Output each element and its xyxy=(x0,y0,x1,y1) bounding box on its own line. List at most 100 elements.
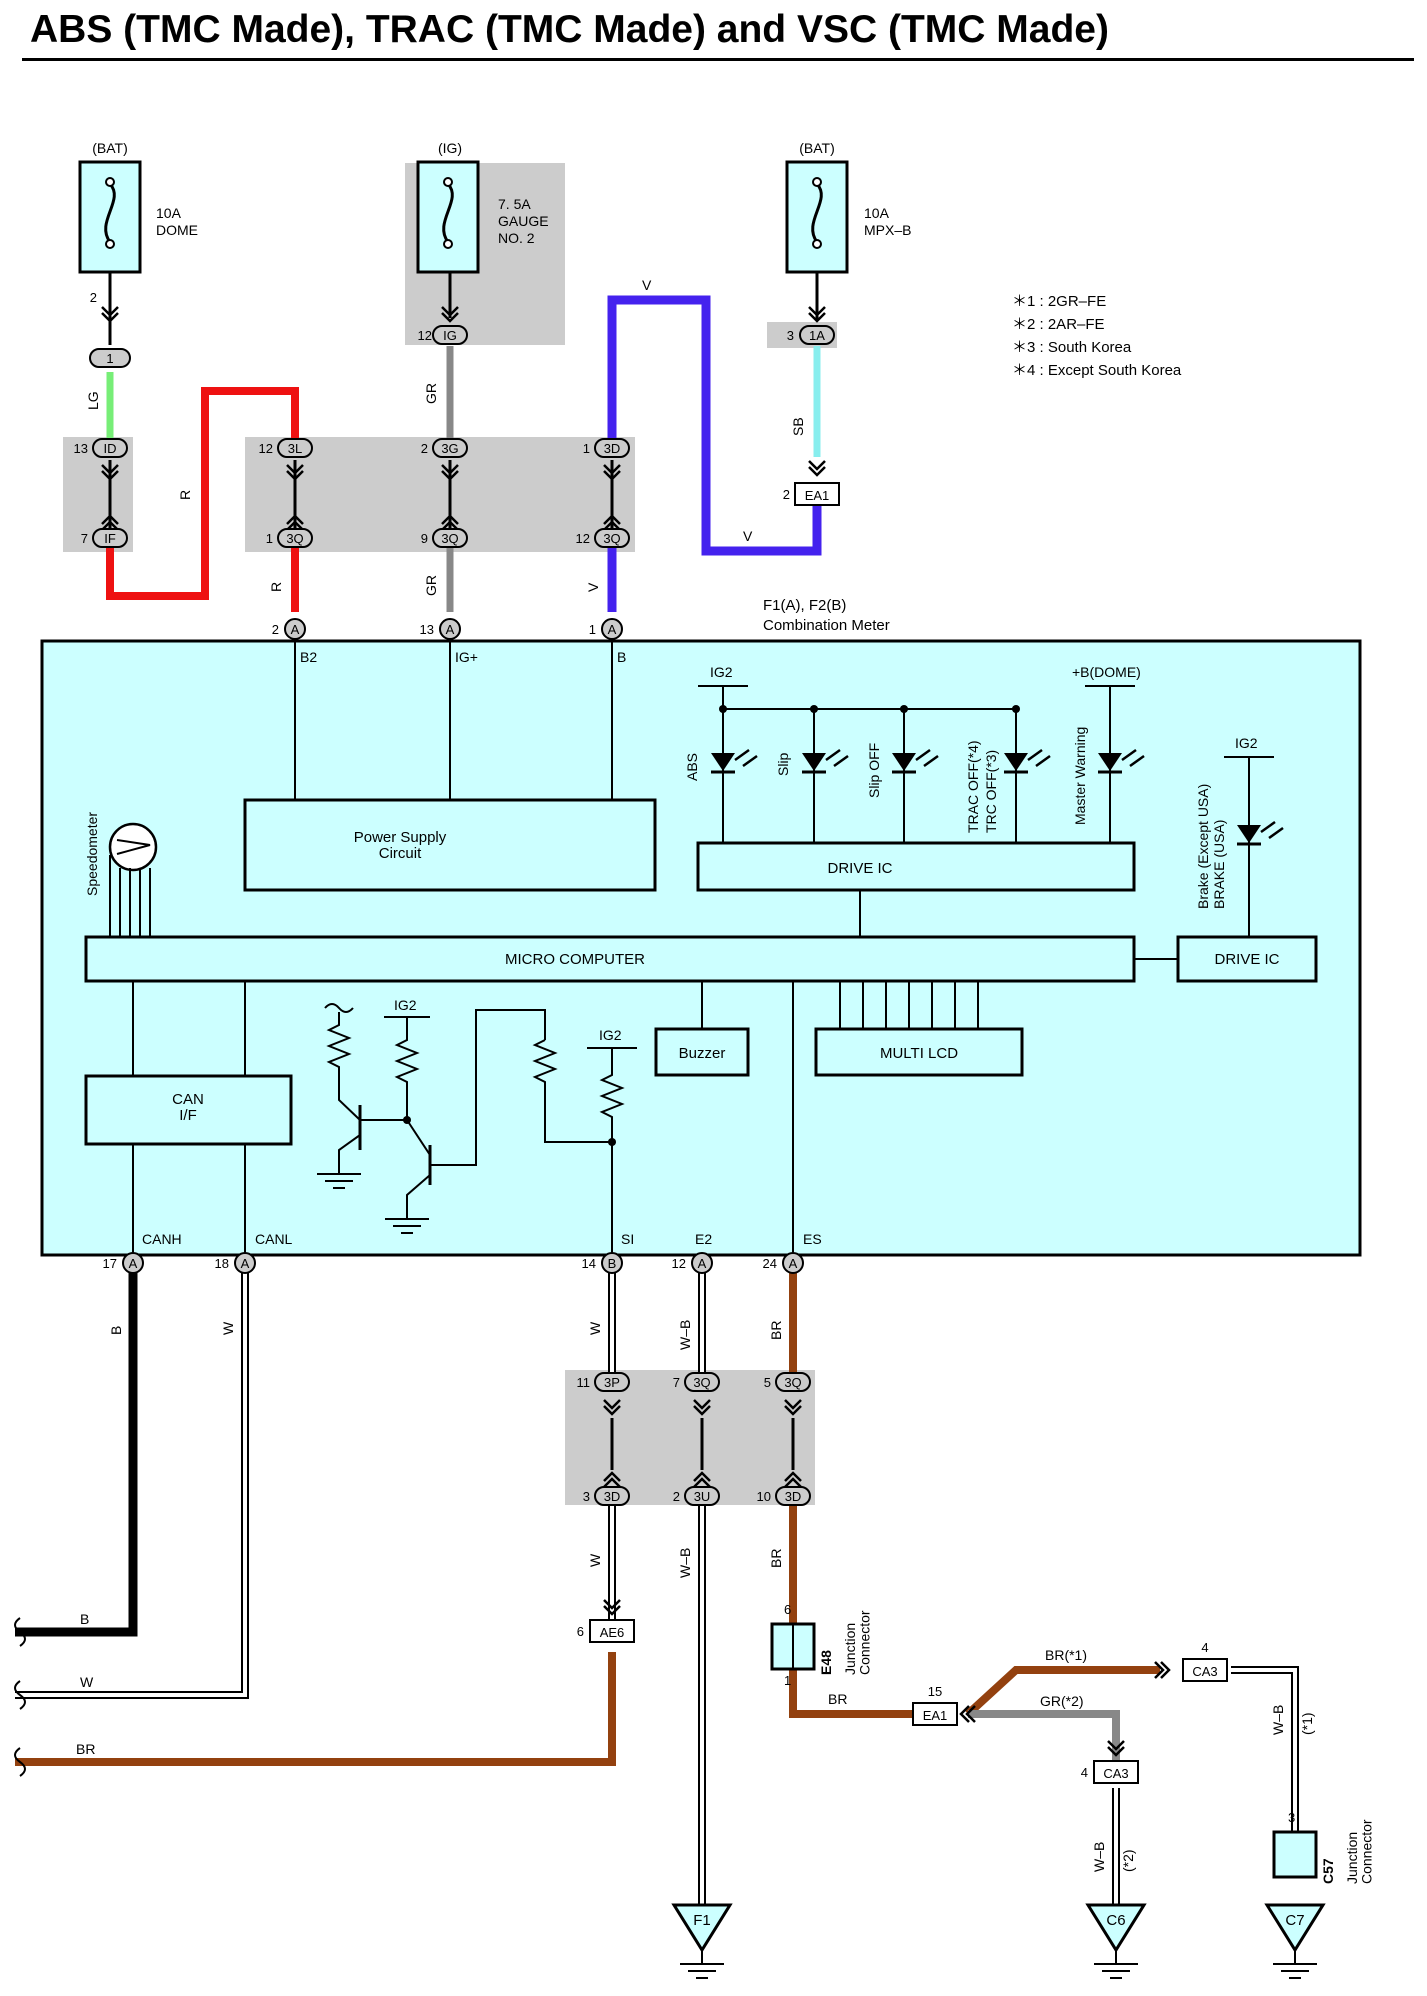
trace xyxy=(430,1009,546,1166)
note: ＊4 : Except South Korea xyxy=(1012,362,1182,379)
wire-label-V: V xyxy=(743,528,753,544)
indicator-led-icon-rays xyxy=(825,748,849,768)
connector-3D-label: 3D xyxy=(604,1489,621,1504)
label: 4 xyxy=(1201,1640,1208,1655)
label: 2 xyxy=(272,622,279,637)
junction-connector-label: JunctionConnector xyxy=(842,1610,873,1675)
terminal-CANH: CANH xyxy=(142,1231,182,1247)
meter-terminal xyxy=(234,1252,256,1274)
connector-3U-label: 3U xyxy=(694,1489,711,1504)
wire-WB xyxy=(1231,1666,1299,1832)
label: DOME xyxy=(156,222,198,238)
wire-label-LG: LG xyxy=(85,391,101,410)
label: 13 xyxy=(74,441,88,456)
wire-label-W: W xyxy=(587,1553,603,1567)
connector-EA1-bottom xyxy=(912,1702,958,1726)
terminal-SI: SI xyxy=(621,1231,634,1247)
ground-point-F1-label: F1 xyxy=(693,1912,711,1929)
label: 1 xyxy=(583,441,590,456)
ig2-label: IG2 xyxy=(394,997,417,1013)
fuse-gauge-element-icon xyxy=(442,182,454,243)
fuse-dome-node xyxy=(105,239,115,249)
wire-label-WB: W–B xyxy=(677,1320,693,1350)
speedometer-gauge-icon xyxy=(108,822,158,872)
wire-label-S2: (*2) xyxy=(1120,1849,1136,1872)
wire-label-BR: BR xyxy=(828,1691,847,1707)
wire-GR2 xyxy=(968,1710,1120,1760)
label: 15 xyxy=(928,1684,942,1699)
chevron-icon xyxy=(101,464,119,481)
page-title: ABS (TMC Made), TRAC (TMC Made) and VSC … xyxy=(30,8,1109,51)
indicator-led-icon xyxy=(892,753,916,771)
drive-ic-label: DRIVE IC xyxy=(827,860,892,877)
meter-name: Combination Meter xyxy=(763,617,890,634)
terminal-CANL: CANL xyxy=(255,1231,293,1247)
meter-terminal-label: A xyxy=(129,1256,138,1271)
label: GAUGE xyxy=(498,213,549,229)
master-warning-led-icon-rays xyxy=(1121,748,1145,768)
fuse-gauge xyxy=(416,160,480,274)
chevron-icon xyxy=(959,1705,976,1723)
resistor-icon xyxy=(532,1039,612,1143)
meter-terminal-label: A xyxy=(698,1256,707,1271)
connector-3Q-label: 3Q xyxy=(441,531,458,546)
connector-3D xyxy=(775,1486,811,1506)
indicator-BRAKE: BRAKE (USA) xyxy=(1211,820,1227,909)
ac-source-icon xyxy=(324,1003,354,1013)
label: 12 xyxy=(259,441,273,456)
wire-break-icon xyxy=(14,1617,26,1647)
connector-3Q-label: 3Q xyxy=(693,1375,710,1390)
connector-3G xyxy=(432,438,468,458)
label: 18 xyxy=(215,1256,229,1271)
ground-point-F1 xyxy=(671,1903,733,1953)
connector-3Q xyxy=(775,1372,811,1392)
indicator-ABS: ABS xyxy=(684,753,700,781)
wire-break-icon xyxy=(14,1747,26,1777)
ig2-label: IG2 xyxy=(599,1027,622,1043)
indicator-led-icon xyxy=(711,753,735,771)
wire-BR xyxy=(789,1669,919,1718)
wire-label-B: B xyxy=(80,1611,89,1627)
chevron-icon xyxy=(603,1599,621,1616)
fuse-gauge-node xyxy=(443,177,453,187)
meter-terminal-A-label: A xyxy=(291,622,300,637)
micro-computer-label: MICRO COMPUTER xyxy=(505,951,645,968)
connector-CA3-right xyxy=(1182,1658,1228,1682)
indicator-led-icon xyxy=(1004,753,1028,771)
speedometer-label: Speedometer xyxy=(84,812,100,896)
connector-EA1-top-label: EA1 xyxy=(805,488,830,503)
brake-led-icon xyxy=(1237,825,1261,843)
wire-label-R: R xyxy=(177,490,193,500)
wire-label-BR: BR xyxy=(76,1741,95,1757)
chevron-icon xyxy=(784,1471,802,1488)
resistor-icon xyxy=(394,1017,420,1120)
fuse-mpx-node xyxy=(812,239,822,249)
connector-IG-label: IG xyxy=(443,328,457,343)
meter-terminal-A-label: A xyxy=(446,622,455,637)
meter-terminal xyxy=(691,1252,713,1274)
wire-label-SB: SB xyxy=(790,417,806,436)
connector-3D xyxy=(594,1486,630,1506)
connector-AE6-label: AE6 xyxy=(600,1625,625,1640)
chevron-icon xyxy=(286,514,304,531)
fuse-dome-element-icon xyxy=(104,182,116,243)
indicator-brake: Brake (Except USA) xyxy=(1195,784,1211,909)
connector-3Q xyxy=(432,528,468,548)
label: 13 xyxy=(420,622,434,637)
trace xyxy=(406,1174,431,1205)
chevron-icon xyxy=(693,1471,711,1488)
drive-ic-box xyxy=(696,841,1136,892)
connector-3Q xyxy=(684,1372,720,1392)
ground-point-C7-label: C7 xyxy=(1285,1912,1304,1929)
meter-terminal xyxy=(782,1252,804,1274)
resistor-icon xyxy=(326,1012,361,1121)
label: 4 xyxy=(1081,1765,1088,1780)
label: NO. 2 xyxy=(498,230,535,246)
fuse-mpx-node xyxy=(812,177,822,187)
chevron-icon xyxy=(286,464,304,481)
wire-label-WB: W–B xyxy=(1091,1842,1107,1872)
chevron-icon xyxy=(1154,1661,1171,1679)
label: 6 xyxy=(784,1602,791,1617)
connector-3Q-label: 3Q xyxy=(784,1375,801,1390)
